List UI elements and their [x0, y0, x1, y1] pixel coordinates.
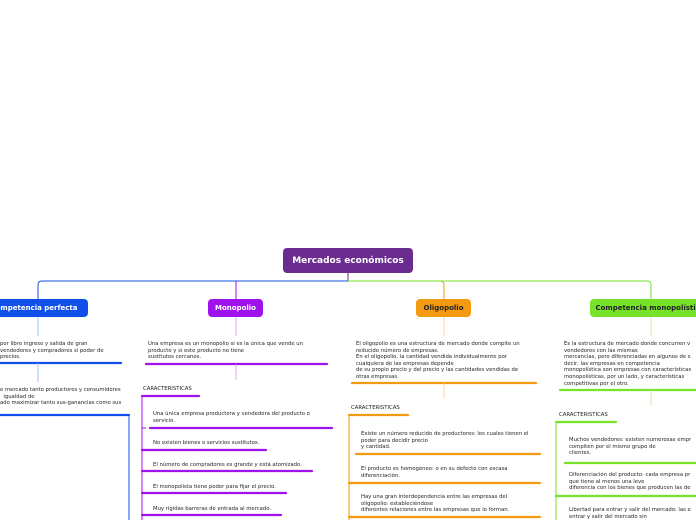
link-perfecta	[37, 280, 348, 299]
branch-competencia-perfecta[interactable]: Competencia perfecta	[0, 299, 88, 317]
monopolistica-characteristic[interactable]: Muchos vendedores: existen numerosas emp…	[569, 437, 692, 457]
monopolio-characteristic[interactable]: Una única empresa productora y vendedora…	[153, 411, 310, 424]
branch-label: Monopolio	[215, 304, 256, 312]
branch-monopolio[interactable]: Monopolio	[208, 299, 263, 317]
monopolio-characteristic[interactable]: El número de compradores es grande y est…	[153, 462, 302, 468]
monopolio-characteristic[interactable]: No existen bienes o servicios sustitutos…	[153, 440, 260, 446]
branch-oligopolio[interactable]: Oligopolio	[416, 299, 471, 317]
branch-label: Competencia monopolística	[595, 304, 696, 312]
oligopolio-characteristic[interactable]: Hay una gran interdependencia entre las …	[361, 494, 510, 514]
monopolio-characteristic[interactable]: El monopolista tiene poder para fijar el…	[153, 484, 276, 490]
branch-label: Oligopolio	[423, 304, 464, 312]
perfecta-note-1[interactable]: por libre ingreso y salida de gran vende…	[0, 341, 104, 361]
monopolistica-description[interactable]: Es la estructura de mercado donde concur…	[564, 341, 692, 387]
monopolistica-caracteristicas-label[interactable]: CARACTERISTICAS	[559, 412, 608, 418]
monopolio-caracteristicas-label[interactable]: CARACTERISTICAS	[143, 386, 192, 392]
oligopolio-caracteristicas-label[interactable]: CARACTERISTICAS	[351, 405, 400, 411]
monopolio-characteristic[interactable]: Muy rígidas barreras de entrada al merca…	[153, 506, 272, 512]
perfecta-note-2[interactable]: e mercado tanto productores y consumidor…	[0, 387, 122, 407]
central-node-label: Mercados económicos	[292, 255, 404, 266]
oligopolio-characteristic[interactable]: El producto es homogéneo: o en su defect…	[361, 466, 508, 479]
central-node[interactable]: Mercados económicos	[283, 248, 413, 273]
branch-competencia-monopolistica[interactable]: Competencia monopolística	[590, 299, 696, 317]
branch-label: Competencia perfecta	[0, 304, 78, 312]
link-oligopolio	[348, 280, 445, 299]
oligopolio-characteristic[interactable]: Existe un número reducido de productores…	[361, 431, 529, 451]
oligopolio-description[interactable]: El oligopolio es una estructura de merca…	[356, 341, 520, 380]
link-monopolistica	[348, 280, 652, 299]
monopolio-description[interactable]: Una empresa es un monopolio si es la úni…	[148, 341, 304, 361]
monopolistica-characteristic[interactable]: Diferenciación del producto: cada empres…	[569, 472, 691, 492]
monopolistica-characteristic[interactable]: Libertad para entrar y salir del mercado…	[569, 507, 691, 520]
